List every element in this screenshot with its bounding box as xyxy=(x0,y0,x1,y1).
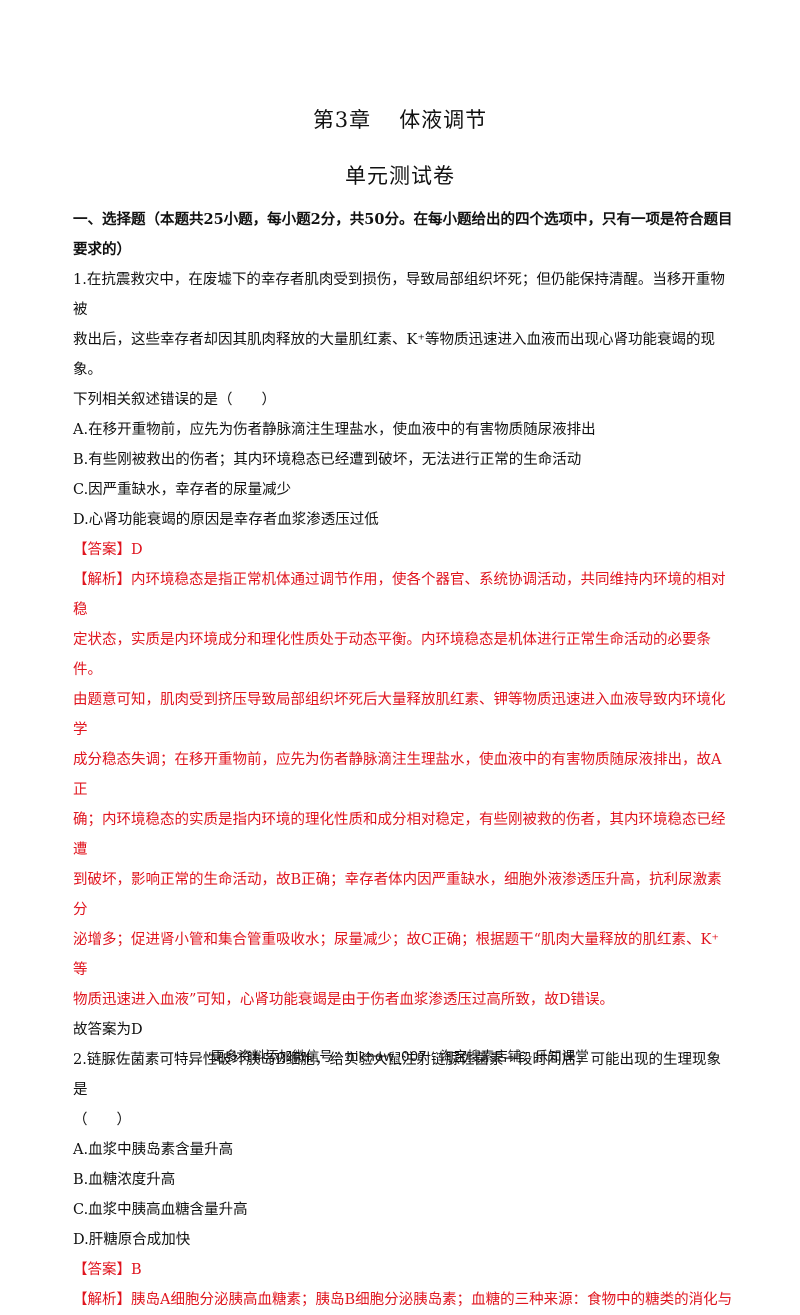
analysis-line: 确；内环境稳态的实质是指内环境的理化性质和成分相对稳定，有些刚被救的伤者，其内环… xyxy=(73,812,726,858)
option-b: B.有些刚被救出的伤者；其内环境稳态已经遭到破坏，无法进行正常的生命活动 xyxy=(73,452,582,468)
chapter-number: 第3章 xyxy=(312,108,372,132)
analysis-line: 由题意可知，肌肉受到挤压导致局部组织坏死后大量释放肌红素、钾等物质迅速进入血液导… xyxy=(73,692,726,738)
option-c: C.因严重缺水，幸存者的尿量减少 xyxy=(73,482,292,498)
question-stem-line: 1.在抗震救灾中，在废墟下的幸存者肌肉受到损伤，导致局部组织坏死；但仍能保持清醒… xyxy=(73,272,725,318)
answer-conclusion: 故答案为D xyxy=(73,1022,143,1038)
analysis-line: 【解析】胰岛A细胞分泌胰高血糖素；胰岛B细胞分泌胰岛素；血糖的三种来源：食物中的… xyxy=(73,1292,733,1308)
analysis-line: 成分稳态失调；在移开重物前，应先为伤者静脉滴注生理盐水，使血液中的有害物质随尿液… xyxy=(73,752,722,798)
question-content: 1.在抗震救灾中，在废墟下的幸存者肌肉受到损伤，导致局部组织坏死；但仍能保持清醒… xyxy=(73,265,733,1315)
page-subtitle: 单元测试卷 xyxy=(345,164,455,188)
analysis-line: 【解析】内环境稳态是指正常机体通过调节作用，使各个器官、系统协调活动，共同维持内… xyxy=(73,572,726,618)
answer-label: 【答案】B xyxy=(73,1262,142,1278)
option-a: A.在移开重物前，应先为伤者静脉滴注生理盐水，使血液中的有害物质随尿液排出 xyxy=(73,422,596,438)
document-page: 第3章 体液调节 单元测试卷 一、选择题（本题共25小题，每小题2分，共50分。在… xyxy=(0,104,800,1308)
option-b: B.血糖浓度升高 xyxy=(73,1172,176,1188)
question-stem-line: 下列相关叙述错误的是（ ） xyxy=(73,392,276,408)
question-stem-line: 2.链脲佐菌素可特异性破坏胰岛B细胞，给实验大鼠注射链脲佐菌素一段时间后，可能出… xyxy=(73,1052,721,1098)
analysis-line: 泌增多；促进肾小管和集合管重吸收水；尿量减少；故C正确；根据题干“肌肉大量释放的… xyxy=(73,932,719,978)
analysis-line: 物质迅速进入血液”可知，心肾功能衰竭是由于伤者血浆渗透压过高所致，故D错误。 xyxy=(73,992,615,1008)
analysis-line: 定状态，实质是内环境成分和理化性质处于动态平衡。内环境稳态是机体进行正常生命活动… xyxy=(73,632,711,678)
option-d: D.心肾功能衰竭的原因是幸存者血浆渗透压过低 xyxy=(73,512,379,528)
chapter-name: 体液调节 xyxy=(399,108,488,132)
option-c: C.血浆中胰高血糖含量升高 xyxy=(73,1202,248,1218)
question-2: 2.链脲佐菌素可特异性破坏胰岛B细胞，给实验大鼠注射链脲佐菌素一段时间后，可能出… xyxy=(73,1045,733,1315)
option-d: D.肝糖原合成加快 xyxy=(73,1232,191,1248)
question-1: 1.在抗震救灾中，在废墟下的幸存者肌肉受到损伤，导致局部组织坏死；但仍能保持清醒… xyxy=(73,265,733,1045)
option-a: A.血浆中胰岛素含量升高 xyxy=(73,1142,234,1158)
question-stem-line: 救出后，这些幸存者却因其肌肉释放的大量肌红素、K⁺等物质迅速进入血液而出现心肾功… xyxy=(73,332,715,378)
page-footer: 更多资料添加微信号：hiknow_007 淘宝搜索店铺：乐知课堂 xyxy=(211,1049,589,1065)
analysis-line: 到破坏，影响正常的生命活动，故B正确；幸存者体内因严重缺水，细胞外液渗透压升高，… xyxy=(73,872,722,918)
section-heading: 一、选择题（本题共25小题，每小题2分，共50分。在每小题给出的四个选项中，只有… xyxy=(73,211,733,258)
answer-label: 【答案】D xyxy=(73,542,143,558)
question-stem-line: （ ） xyxy=(73,1112,131,1128)
chapter-title: 第3章 体液调节 xyxy=(0,104,800,134)
